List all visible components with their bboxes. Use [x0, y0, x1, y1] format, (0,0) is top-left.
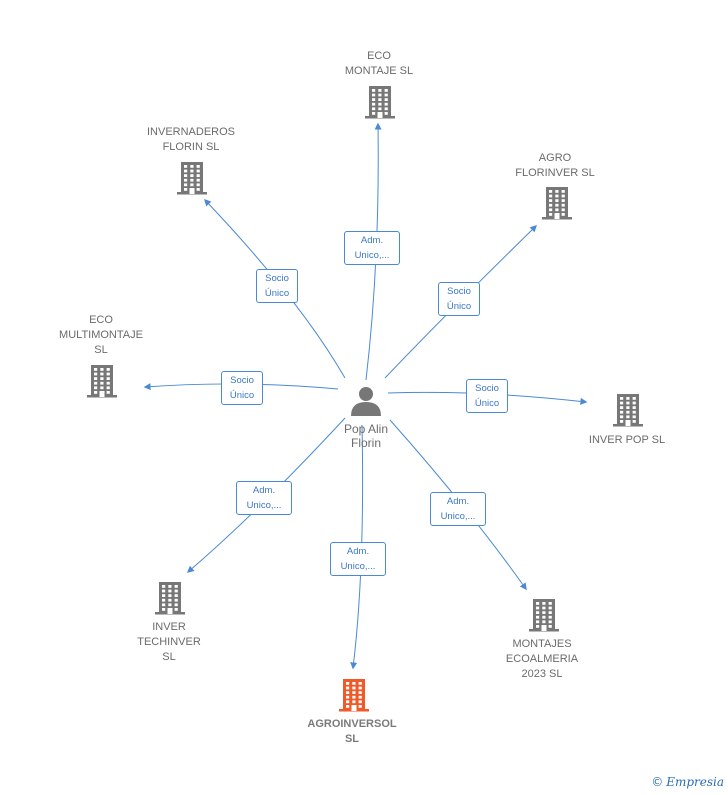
- building-icon[interactable]: [365, 86, 395, 119]
- company-label-inver-techinver[interactable]: INVER TECHINVER SL: [137, 621, 201, 663]
- building-icon[interactable]: [87, 365, 117, 398]
- company-label-eco-montaje[interactable]: ECO MONTAJE SL: [344, 50, 414, 77]
- edge-label-agroinversol: Adm. Unico,...: [330, 542, 386, 576]
- company-label-eco-multimontaje[interactable]: ECO MULTIMONTAJE SL: [59, 314, 143, 356]
- company-label-montajes-ecoalmeria[interactable]: MONTAJES ECOALMERIA 2023 SL: [505, 638, 579, 680]
- building-icon[interactable]: [155, 582, 185, 615]
- building-icon[interactable]: [529, 599, 559, 632]
- company-label-inver-pop[interactable]: INVER POP SL: [588, 434, 666, 446]
- company-label-invernaderos-florin[interactable]: INVERNADEROS FLORIN SL: [146, 126, 236, 153]
- edge-label-invernaderos-florin: Socio Único: [256, 269, 298, 303]
- company-label-agro-florinver[interactable]: AGRO FLORINVER SL: [515, 152, 595, 179]
- brand-name: Empresia: [666, 775, 724, 789]
- person-icon[interactable]: [351, 387, 381, 416]
- footer-brand: ©Empresia: [651, 775, 724, 789]
- edge-label-eco-montaje: Adm. Unico,...: [344, 231, 400, 265]
- building-icon[interactable]: [339, 679, 369, 712]
- building-icon[interactable]: [542, 187, 572, 220]
- edge-label-montajes-ecoalmeria: Adm. Unico,...: [430, 492, 486, 526]
- edge-label-eco-multimontaje: Socio Único: [221, 371, 263, 405]
- building-icon[interactable]: [613, 394, 643, 427]
- person-name[interactable]: Pop Alin Florin: [343, 422, 389, 450]
- edge-label-agro-florinver: Socio Único: [438, 282, 480, 316]
- edge-label-inver-pop: Socio Único: [466, 379, 508, 413]
- company-label-agroinversol[interactable]: AGROINVERSOL SL: [307, 718, 397, 745]
- copyright-symbol: ©: [651, 775, 664, 789]
- edge-label-inver-techinver: Adm. Unico,...: [236, 481, 292, 515]
- building-icon[interactable]: [177, 162, 207, 195]
